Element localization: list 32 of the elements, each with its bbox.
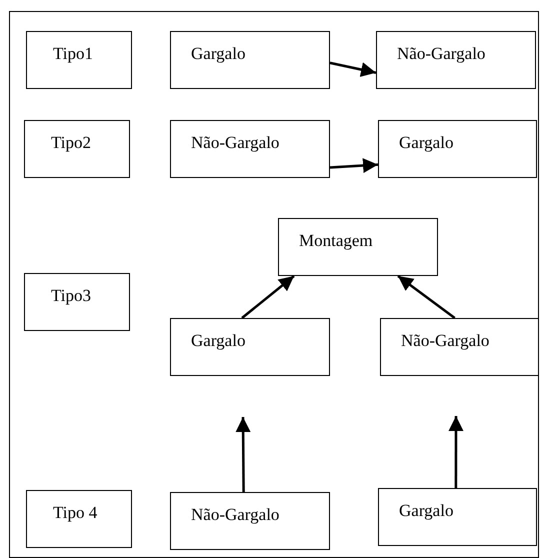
arrow	[397, 275, 456, 319]
process-box	[170, 120, 330, 178]
process-box	[380, 318, 539, 376]
process-box	[26, 31, 132, 89]
arrow	[330, 158, 378, 174]
box-label: Não-Gargalo	[191, 133, 280, 152]
process-box	[24, 120, 130, 178]
box-label: Montagem	[299, 231, 373, 250]
process-box	[24, 273, 130, 331]
process-box	[376, 31, 536, 89]
box-label: Tipo3	[51, 286, 92, 305]
process-box	[170, 31, 330, 89]
process-box	[278, 218, 438, 276]
arrow	[241, 275, 295, 319]
box-label: Gargalo	[399, 133, 454, 152]
arrow	[330, 62, 376, 77]
box-label: Gargalo	[399, 501, 454, 520]
box-label: Gargalo	[191, 44, 246, 63]
box-label: Não-Gargalo	[397, 44, 486, 63]
box-label: Tipo1	[53, 44, 94, 63]
box-label: Não-Gargalo	[401, 331, 490, 350]
box-label: Não-Gargalo	[191, 505, 280, 524]
process-box	[170, 492, 330, 550]
process-box	[378, 488, 537, 546]
arrow	[236, 417, 251, 492]
process-box	[26, 490, 132, 548]
box-label: Tipo2	[51, 133, 92, 152]
box-label: Gargalo	[191, 331, 246, 350]
process-box	[170, 318, 330, 376]
process-box	[378, 120, 537, 178]
box-label: Tipo 4	[53, 503, 98, 522]
arrow	[448, 416, 464, 488]
